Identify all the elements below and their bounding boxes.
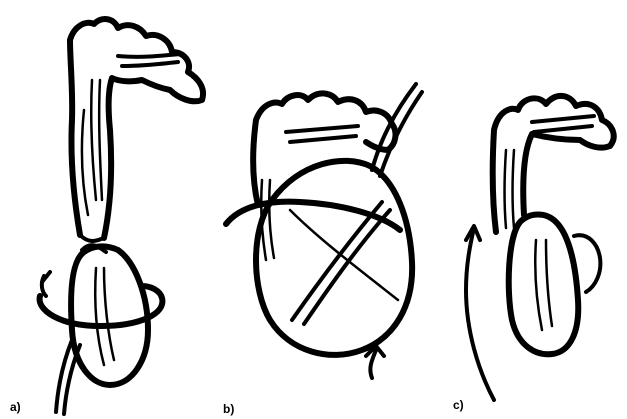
panel-b-strand-1 (286, 126, 358, 132)
panel-b-bottom-arrow (366, 346, 384, 378)
panel-b-sphere (256, 161, 412, 355)
panel-c-oval-inner-2 (546, 240, 552, 326)
panel-a-rotation-arrowhead (42, 272, 50, 296)
panel-c-strand-2 (534, 126, 592, 132)
panel-a-strand-2 (122, 62, 178, 66)
panel-a-strand-5 (82, 110, 88, 215)
panel-a-label: a) (10, 400, 21, 414)
panel-b-label: b) (223, 402, 234, 416)
panel-b-strand-2 (290, 136, 356, 142)
panel-b-wrap-ring (226, 202, 400, 230)
panel-b-cross-1 (292, 202, 382, 320)
panel-c-stalk-strands (505, 150, 515, 228)
panel-c-oval (509, 215, 579, 355)
panel-b-cross-2 (304, 210, 390, 324)
panel-b-cross-3 (290, 210, 398, 300)
panel-c-drawing (466, 96, 614, 400)
panel-a-oval (71, 246, 148, 385)
panel-a-drawing (40, 19, 203, 414)
panel-c-strand-1 (532, 116, 594, 122)
panel-a-strand-4 (99, 80, 102, 200)
panel-b-drawing (226, 84, 422, 378)
panel-c-label: c) (453, 398, 464, 412)
panel-a-upper-outline (70, 19, 203, 238)
panel-c-curved-arrow (466, 228, 494, 400)
panel-a-oval-inner-2 (104, 268, 114, 360)
panel-a-strand-1 (118, 54, 180, 57)
panel-c-oval-inner-1 (535, 240, 542, 330)
panel-a-strand-3 (91, 80, 96, 200)
panel-b-top-outline (253, 93, 395, 205)
panel-a-oval-inner-1 (95, 268, 104, 365)
panel-a-cord (56, 340, 80, 414)
